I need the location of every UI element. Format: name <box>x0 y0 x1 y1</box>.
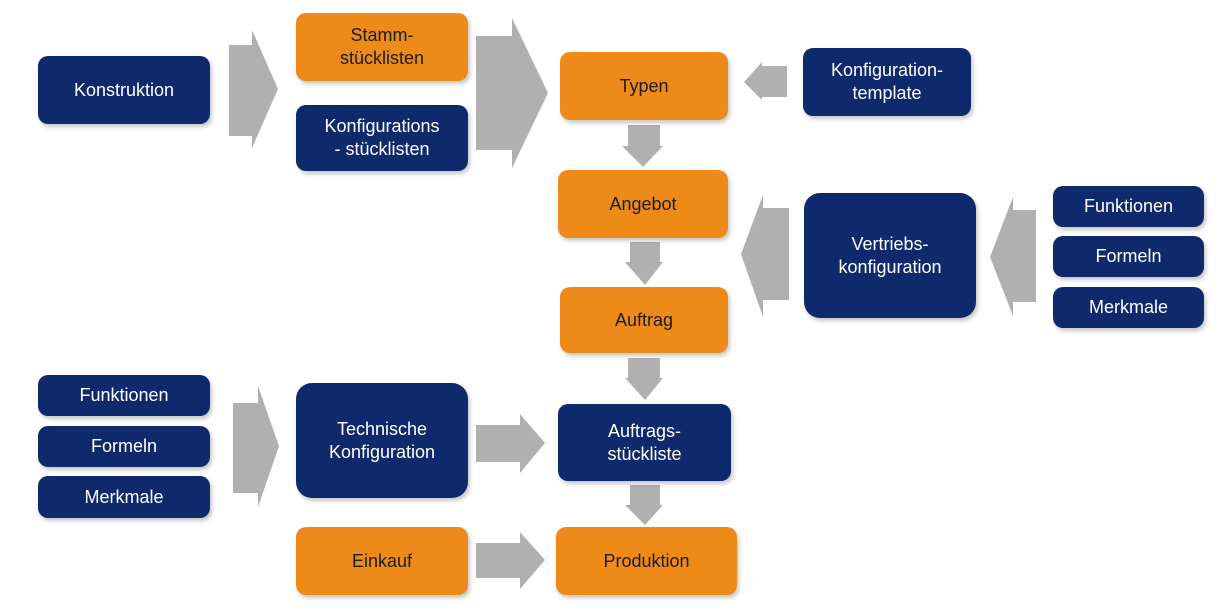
node-einkauf: Einkauf <box>296 527 468 595</box>
arrow-einkauf-to-produktion <box>476 532 545 589</box>
node-tech-merkmale: Merkmale <box>38 476 210 518</box>
arrow-technische-to-auftragsstueckliste <box>476 414 545 473</box>
node-produktion: Produktion <box>556 527 737 595</box>
node-auftragsstueckliste: Auftrags- stückliste <box>558 404 731 481</box>
arrow-vertrieb-inputs-to-vertriebskonfiguration <box>990 197 1036 316</box>
node-angebot: Angebot <box>558 170 728 238</box>
arrow-konstruktion-to-stuecklisten <box>229 30 278 148</box>
node-vertrieb-funktionen: Funktionen <box>1053 186 1204 227</box>
node-technische-konfiguration: Technische Konfiguration <box>296 383 468 498</box>
node-auftrag: Auftrag <box>560 287 728 353</box>
node-typen: Typen <box>560 52 728 120</box>
node-vertriebskonfiguration: Vertriebs- konfiguration <box>804 193 976 318</box>
arrow-vertrieb-to-angebot <box>741 195 789 317</box>
arrow-stuecklisten-to-typen <box>476 18 548 168</box>
node-konfigurationsstuecklisten: Konfigurations - stücklisten <box>296 105 468 171</box>
node-tech-formeln: Formeln <box>38 426 210 467</box>
node-vertrieb-merkmale: Merkmale <box>1053 287 1204 328</box>
node-stammstuecklisten: Stamm- stücklisten <box>296 13 468 81</box>
arrow-typen-to-angebot <box>622 125 663 167</box>
arrow-angebot-to-auftrag <box>625 242 663 285</box>
arrow-template-to-typen <box>744 62 787 100</box>
node-konfigurationtemplate: Konfiguration- template <box>803 48 971 116</box>
node-tech-funktionen: Funktionen <box>38 375 210 416</box>
arrow-tech-inputs-to-technische-konfiguration <box>233 386 279 507</box>
arrow-auftrag-to-auftragsstueckliste <box>625 358 663 400</box>
node-konstruktion: Konstruktion <box>38 56 210 124</box>
node-vertrieb-formeln: Formeln <box>1053 236 1204 277</box>
arrow-auftragsstueckliste-to-produktion <box>625 485 663 525</box>
